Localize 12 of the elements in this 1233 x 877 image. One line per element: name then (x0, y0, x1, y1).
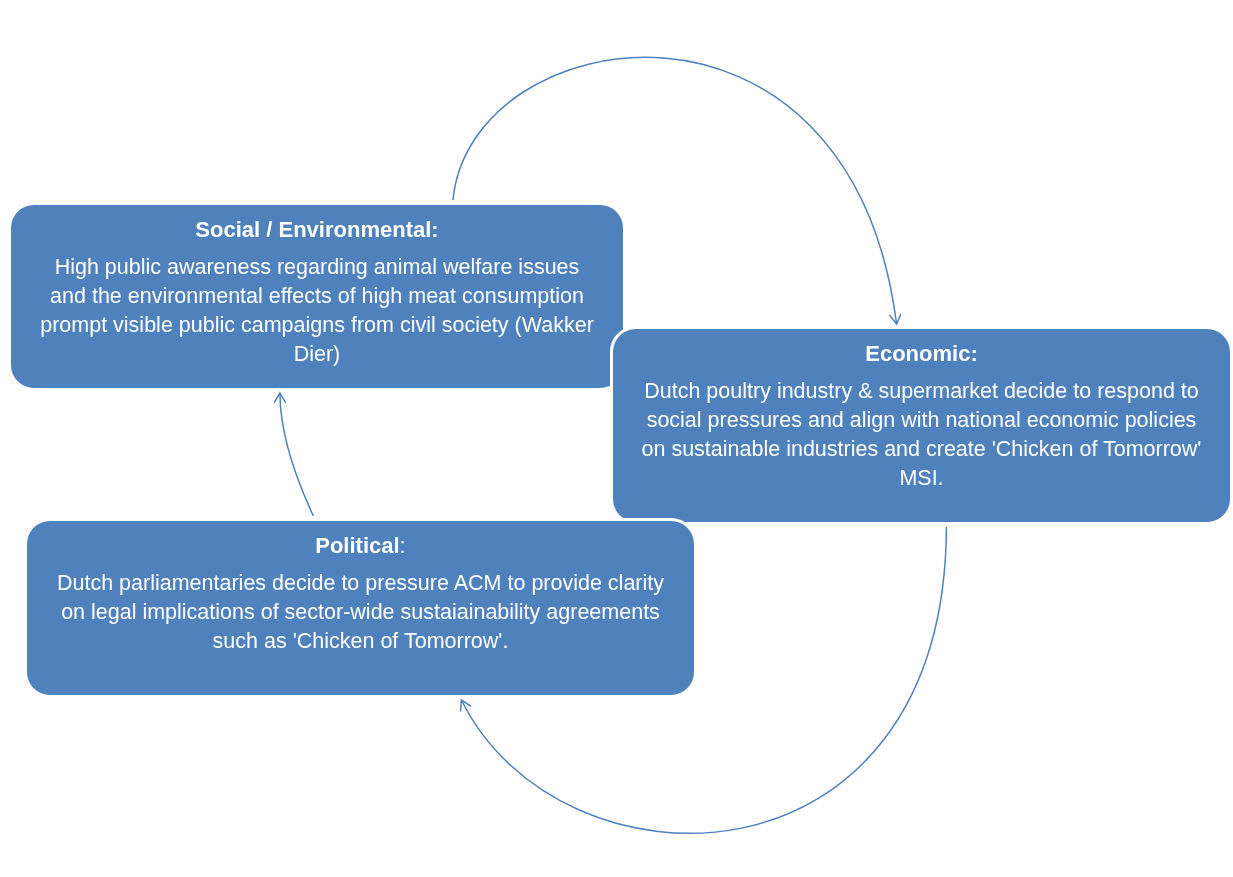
rounded-box (8, 202, 626, 391)
box-description: Dutch poultry industry & supermarket decide to respond to social pressures and align with national economic policies on sustainable industries and create 'Chicken of Tomorrow' MSI. (640, 378, 1203, 492)
box-heading: Political: (314, 533, 407, 559)
box-description: High public awareness regarding animal welfare issues and the environmental effects of high meat consumption prompt visible public campaigns from civil society (Wakker Dier) (39, 254, 595, 368)
box-description: Dutch parliamentaries decide to pressure ACM to provide clarity on legal implications of sector-wide sustaiainability agreements such as 'Chicken of Tomorrow'. (55, 570, 666, 655)
rounded-box (610, 326, 1233, 525)
curved-arrow (452, 57, 902, 325)
box-heading: Economic: (864, 341, 979, 367)
box-heading: Social / Environmental: (194, 217, 440, 243)
curved-arrow (273, 392, 315, 517)
curved-arrow (460, 526, 948, 835)
rounded-box (24, 518, 697, 698)
